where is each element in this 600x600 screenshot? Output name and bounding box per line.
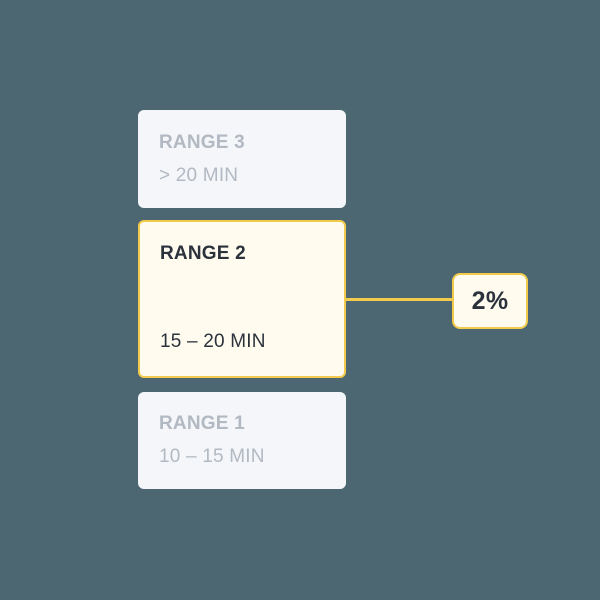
- percentage-callout-badge[interactable]: 2%: [452, 273, 528, 329]
- range-card-title: RANGE 2: [160, 243, 246, 264]
- range-card-subtitle: 10 – 15 MIN: [159, 446, 265, 467]
- percentage-callout-value: 2%: [471, 286, 509, 315]
- range-card-subtitle: > 20 MIN: [159, 164, 239, 186]
- range-card-range-1[interactable]: RANGE 1 10 – 15 MIN: [138, 392, 346, 489]
- range-card-range-3[interactable]: RANGE 3 > 20 MIN: [138, 110, 346, 208]
- range-card-title: RANGE 3: [159, 131, 245, 153]
- range-card-range-2[interactable]: RANGE 2 15 – 20 MIN: [138, 220, 346, 378]
- callout-connector-line: [345, 298, 455, 301]
- range-card-subtitle: 15 – 20 MIN: [160, 331, 266, 353]
- range-card-title: RANGE 1: [159, 413, 245, 435]
